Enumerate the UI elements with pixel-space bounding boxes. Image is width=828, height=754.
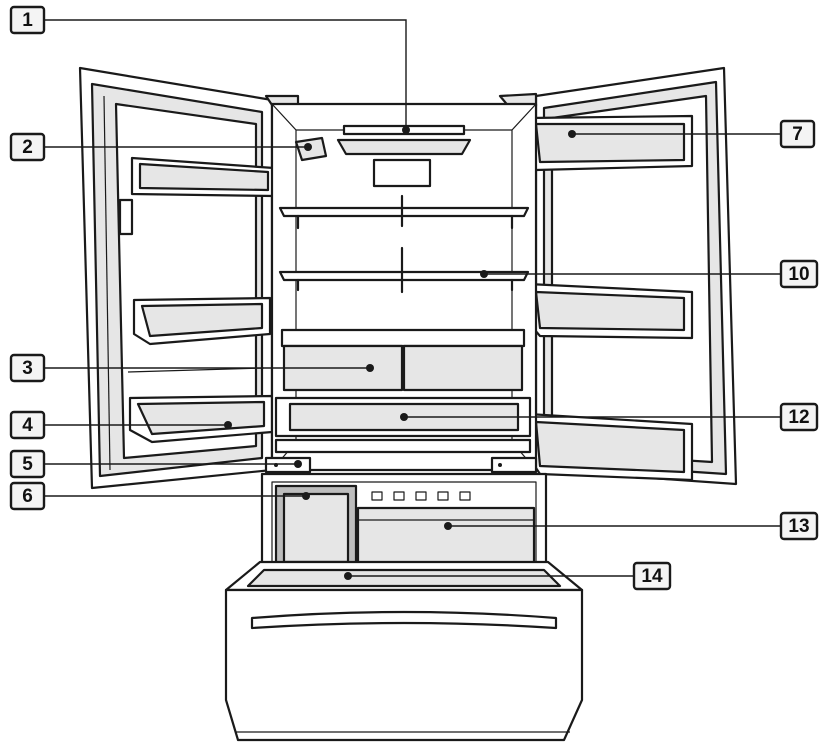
callout-6: 6	[9, 481, 310, 511]
fridge-floor	[274, 438, 532, 454]
svg-text:6: 6	[22, 486, 33, 507]
svg-text:3: 3	[22, 358, 33, 379]
callout-2: 2	[9, 132, 312, 162]
svg-text:13: 13	[788, 516, 809, 537]
svg-text:2: 2	[22, 137, 33, 158]
callout-7: 7	[568, 119, 816, 149]
callout-5: 5	[9, 449, 302, 479]
svg-text:5: 5	[22, 454, 33, 475]
callout-1: 1	[9, 5, 410, 134]
upper-shelf	[278, 194, 530, 230]
svg-text:10: 10	[788, 264, 809, 285]
left-door-bin-middle	[132, 296, 272, 346]
ice-bin	[274, 484, 358, 572]
callout-10: 10	[480, 259, 819, 289]
left-door-bin-lower	[127, 367, 274, 444]
svg-text:7: 7	[792, 124, 803, 145]
callout-13: 13	[444, 511, 819, 541]
door-hinge-right	[490, 456, 538, 474]
right-door-bin-middle	[526, 282, 694, 340]
lower-shelf	[278, 246, 530, 294]
callout-12: 12	[400, 402, 819, 432]
freezer-drawer	[224, 560, 584, 742]
callout-4: 4	[9, 410, 232, 440]
callout-14: 14	[344, 561, 672, 591]
right-door-bin-upper	[526, 114, 694, 172]
right-door	[498, 66, 738, 486]
svg-text:12: 12	[788, 407, 809, 428]
freezer-vents	[371, 491, 471, 501]
control-panel	[372, 158, 432, 188]
svg-text:14: 14	[641, 566, 663, 587]
svg-text:1: 1	[22, 10, 33, 31]
right-door-bin-lower	[526, 412, 694, 482]
door-hinge-left	[264, 456, 312, 474]
vegetable-drawers	[280, 328, 526, 392]
callout-3: 3	[9, 353, 374, 383]
freezer-basket	[356, 506, 536, 570]
svg-text:4: 4	[22, 415, 33, 436]
